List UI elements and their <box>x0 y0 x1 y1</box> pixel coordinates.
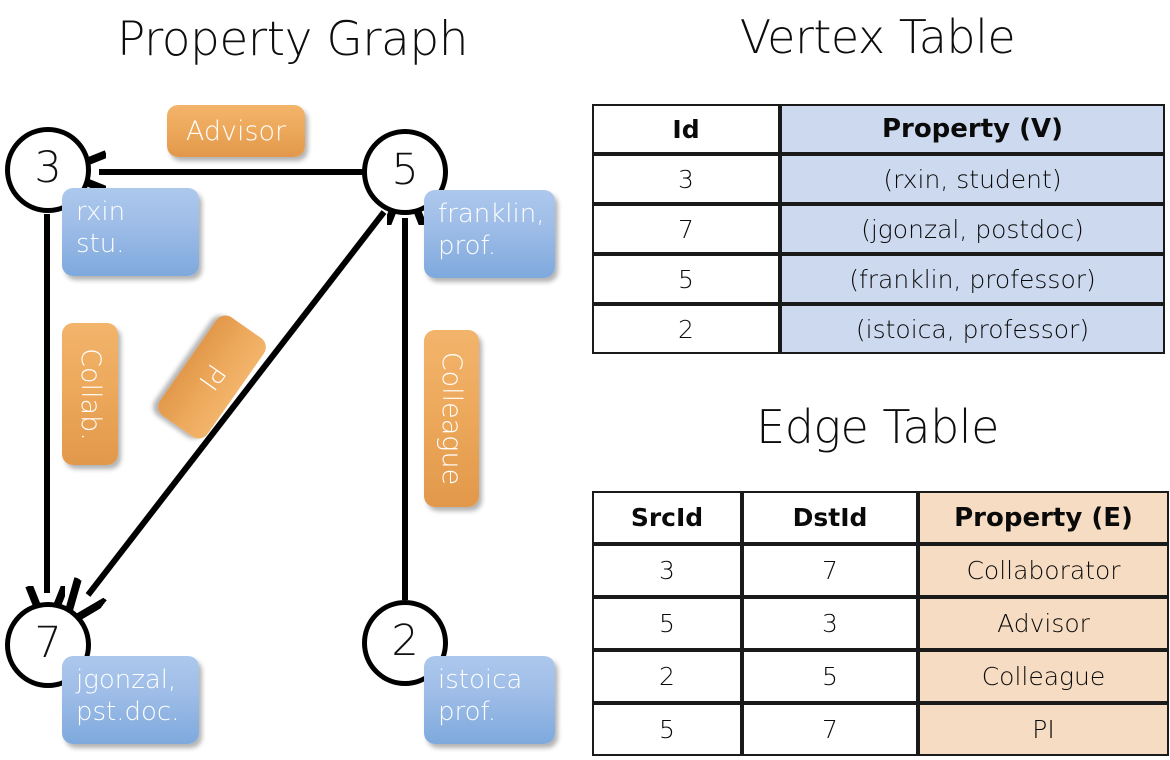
edge-row-3-srcid: 5 <box>592 703 742 756</box>
node-property-jgonzal-role: pst.doc. <box>76 696 180 727</box>
graph-node-2[interactable]: 2 <box>362 600 448 686</box>
edge-row-3-property: PI <box>918 703 1169 756</box>
table-row: 2 5 Colleague <box>592 650 1169 703</box>
node-property-box-franklin: franklin, prof. <box>424 190 555 278</box>
page-title-edge-table: Edge Table <box>756 400 999 454</box>
node-property-istoica-name: istoica <box>438 665 523 695</box>
edge-row-1-property: Advisor <box>918 597 1169 650</box>
vertex-row-1-id: 7 <box>592 204 780 254</box>
node-property-franklin-role: prof. <box>438 230 497 261</box>
vertex-table-header-id: Id <box>592 104 780 154</box>
node-property-rxin-name: rxin <box>76 197 126 227</box>
edge-row-3-dstid: 7 <box>742 703 918 756</box>
graph-node-2-label: 2 <box>391 615 419 666</box>
table-row: 2 (istoica, professor) <box>592 304 1165 354</box>
edge-row-2-srcid: 2 <box>592 650 742 703</box>
vertex-row-1-property: (jgonzal, postdoc) <box>780 204 1165 254</box>
table-row: 5 3 Advisor <box>592 597 1169 650</box>
edge-table-header-srcid: SrcId <box>592 491 742 544</box>
edge-label-colleague: Colleague <box>424 330 479 507</box>
vertex-row-2-id: 5 <box>592 254 780 304</box>
node-property-box-rxin: rxin stu. <box>62 188 199 276</box>
vertex-row-0-property: (rxin, student) <box>780 154 1165 204</box>
edge-label-pi-text: PI <box>192 358 232 396</box>
property-graph-diagram: 3 5 7 2 rxin stu. franklin, prof. jgonza… <box>0 0 585 760</box>
vertex-table: Id Property (V) 3 (rxin, student) 7 (jgo… <box>592 104 1165 354</box>
edge-row-1-dstid: 3 <box>742 597 918 650</box>
edge-table: SrcId DstId Property (E) 3 7 Collaborato… <box>592 491 1169 756</box>
vertex-row-2-property: (franklin, professor) <box>780 254 1165 304</box>
vertex-row-0-id: 3 <box>592 154 780 204</box>
vertex-table-header-row: Id Property (V) <box>592 104 1165 154</box>
table-row: 7 (jgonzal, postdoc) <box>592 204 1165 254</box>
edge-row-0-property: Collaborator <box>918 544 1169 597</box>
edge-label-collab: Collab. <box>62 323 118 465</box>
edge-row-0-srcid: 3 <box>592 544 742 597</box>
table-row: 5 7 PI <box>592 703 1169 756</box>
vertex-row-3-property: (istoica, professor) <box>780 304 1165 354</box>
table-row: 3 (rxin, student) <box>592 154 1165 204</box>
node-property-box-jgonzal: jgonzal, pst.doc. <box>62 656 199 744</box>
table-row: 5 (franklin, professor) <box>592 254 1165 304</box>
edge-label-advisor: Advisor <box>167 105 305 157</box>
node-property-franklin-name: franklin, <box>438 199 545 229</box>
page-title-vertex-table: Vertex Table <box>739 10 1016 64</box>
edge-table-header-property: Property (E) <box>918 491 1169 544</box>
node-property-jgonzal-name: jgonzal, <box>76 665 177 695</box>
edge-label-collab-text: Collab. <box>74 347 106 441</box>
graph-node-7-label: 7 <box>34 617 62 668</box>
graph-node-3-label: 3 <box>34 142 62 193</box>
page-title-property-graph: Property Graph <box>117 12 469 67</box>
vertex-row-3-id: 2 <box>592 304 780 354</box>
edge-table-header-dstid: DstId <box>742 491 918 544</box>
edge-label-advisor-text: Advisor <box>185 115 287 147</box>
table-row: 3 7 Collaborator <box>592 544 1169 597</box>
node-property-rxin-role: stu. <box>76 228 125 259</box>
edge-label-colleague-text: Colleague <box>436 351 467 486</box>
vertex-table-header-property: Property (V) <box>780 104 1165 154</box>
graph-node-5-label: 5 <box>391 144 419 195</box>
edge-row-2-property: Colleague <box>918 650 1169 703</box>
graph-edge-arrows <box>0 0 585 760</box>
edge-table-header-row: SrcId DstId Property (E) <box>592 491 1169 544</box>
edge-arrow-5-to-7 <box>88 210 387 595</box>
node-property-istoica-role: prof. <box>438 696 497 727</box>
node-property-box-istoica: istoica prof. <box>424 656 555 744</box>
edge-row-2-dstid: 5 <box>742 650 918 703</box>
edge-row-1-srcid: 5 <box>592 597 742 650</box>
edge-row-0-dstid: 7 <box>742 544 918 597</box>
